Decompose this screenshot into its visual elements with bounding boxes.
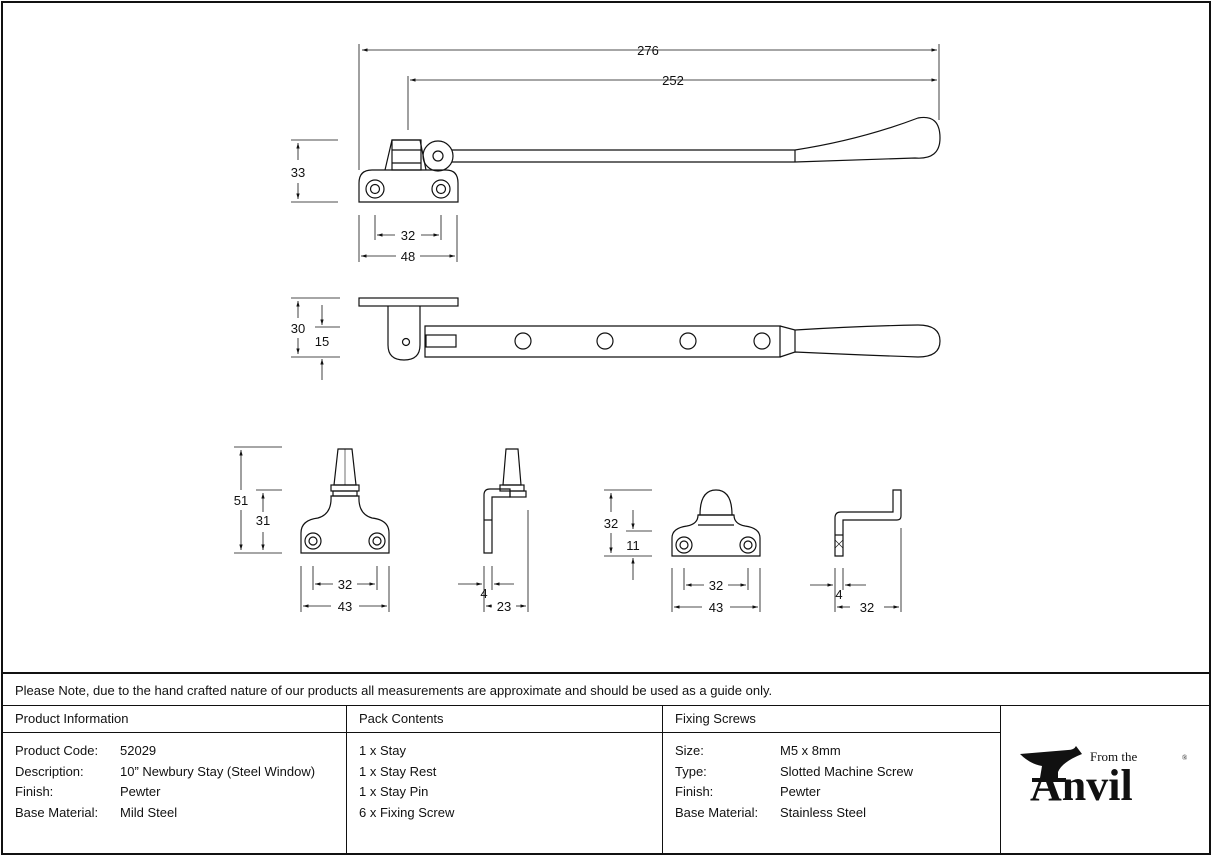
dim-pin-base-width: 43 — [338, 599, 352, 614]
dim-rest-base-height: 11 — [626, 538, 640, 553]
dim-overall-length: 276 — [637, 43, 659, 58]
base-material-row: Base Material:Mild Steel — [15, 804, 178, 820]
dim-side-pin-offset: 15 — [315, 334, 329, 349]
screw-type-row: Type:Slotted Machine Screw — [675, 763, 913, 779]
stay-side-view — [291, 297, 941, 380]
pack-item: 1 x Stay — [359, 743, 406, 758]
logo-name: Anvil — [1030, 761, 1133, 810]
dim-pin-height: 51 — [234, 493, 248, 508]
stay-pin-views — [234, 446, 529, 612]
logo-prefix: From the — [1090, 749, 1138, 764]
product-information-panel: Product Information Product Code:52029 D… — [3, 706, 347, 855]
finish-row: Finish:Pewter — [15, 784, 161, 800]
description-row: Description:10” Newbury Stay (Steel Wind… — [15, 763, 316, 779]
pack-item: 6 x Fixing Screw — [359, 804, 455, 820]
from-the-anvil-logo: From the Anvil ® — [1000, 706, 1211, 855]
fixing-screws-heading: Fixing Screws — [663, 706, 1000, 733]
dim-pin-depth: 23 — [497, 599, 511, 614]
dim-rest-base-width: 43 — [709, 600, 723, 615]
dim-pin-hole-centres: 32 — [338, 577, 352, 592]
screw-finish-row: Finish:Pewter — [675, 784, 821, 800]
dim-top-height: 33 — [291, 165, 305, 180]
dim-rest-hole-centres: 32 — [709, 578, 723, 593]
product-information-heading: Product Information — [3, 706, 346, 733]
dim-top-base-width: 48 — [401, 249, 415, 264]
registered-mark: ® — [1182, 754, 1188, 762]
screw-size-row: Size:M5 x 8mm — [675, 743, 841, 758]
dim-rest-height: 32 — [604, 516, 618, 531]
dim-rest-plate: 4 — [835, 587, 842, 602]
dim-top-hole-centres: 32 — [401, 228, 415, 243]
dim-rest-depth: 32 — [860, 600, 874, 615]
pack-contents-heading: Pack Contents — [347, 706, 662, 733]
fixing-screws-panel: Fixing Screws Size:M5 x 8mm Type:Slotted… — [663, 706, 1001, 855]
screw-material-row: Base Material:Stainless Steel — [675, 804, 866, 820]
technical-drawing: 276 252 33 32 48 30 15 51 31 32 43 4 23 … — [234, 43, 941, 615]
dim-side-height: 30 — [291, 321, 305, 336]
anvil-icon — [1020, 746, 1082, 782]
pack-item: 1 x Stay Pin — [359, 784, 429, 800]
pack-item: 1 x Stay Rest — [359, 763, 437, 779]
dim-pin-base-height: 31 — [256, 513, 270, 528]
stay-rest-views — [604, 489, 902, 612]
dim-stay-length: 252 — [662, 73, 684, 88]
dim-pin-plate: 4 — [480, 586, 487, 601]
product-code-row: Product Code:52029 — [15, 743, 157, 758]
pack-contents-panel: Pack Contents 1 x Stay 1 x Stay Rest 1 x… — [347, 706, 663, 855]
stay-top-view — [291, 44, 941, 262]
measurement-note: Please Note, due to the hand crafted nat… — [3, 672, 1211, 706]
